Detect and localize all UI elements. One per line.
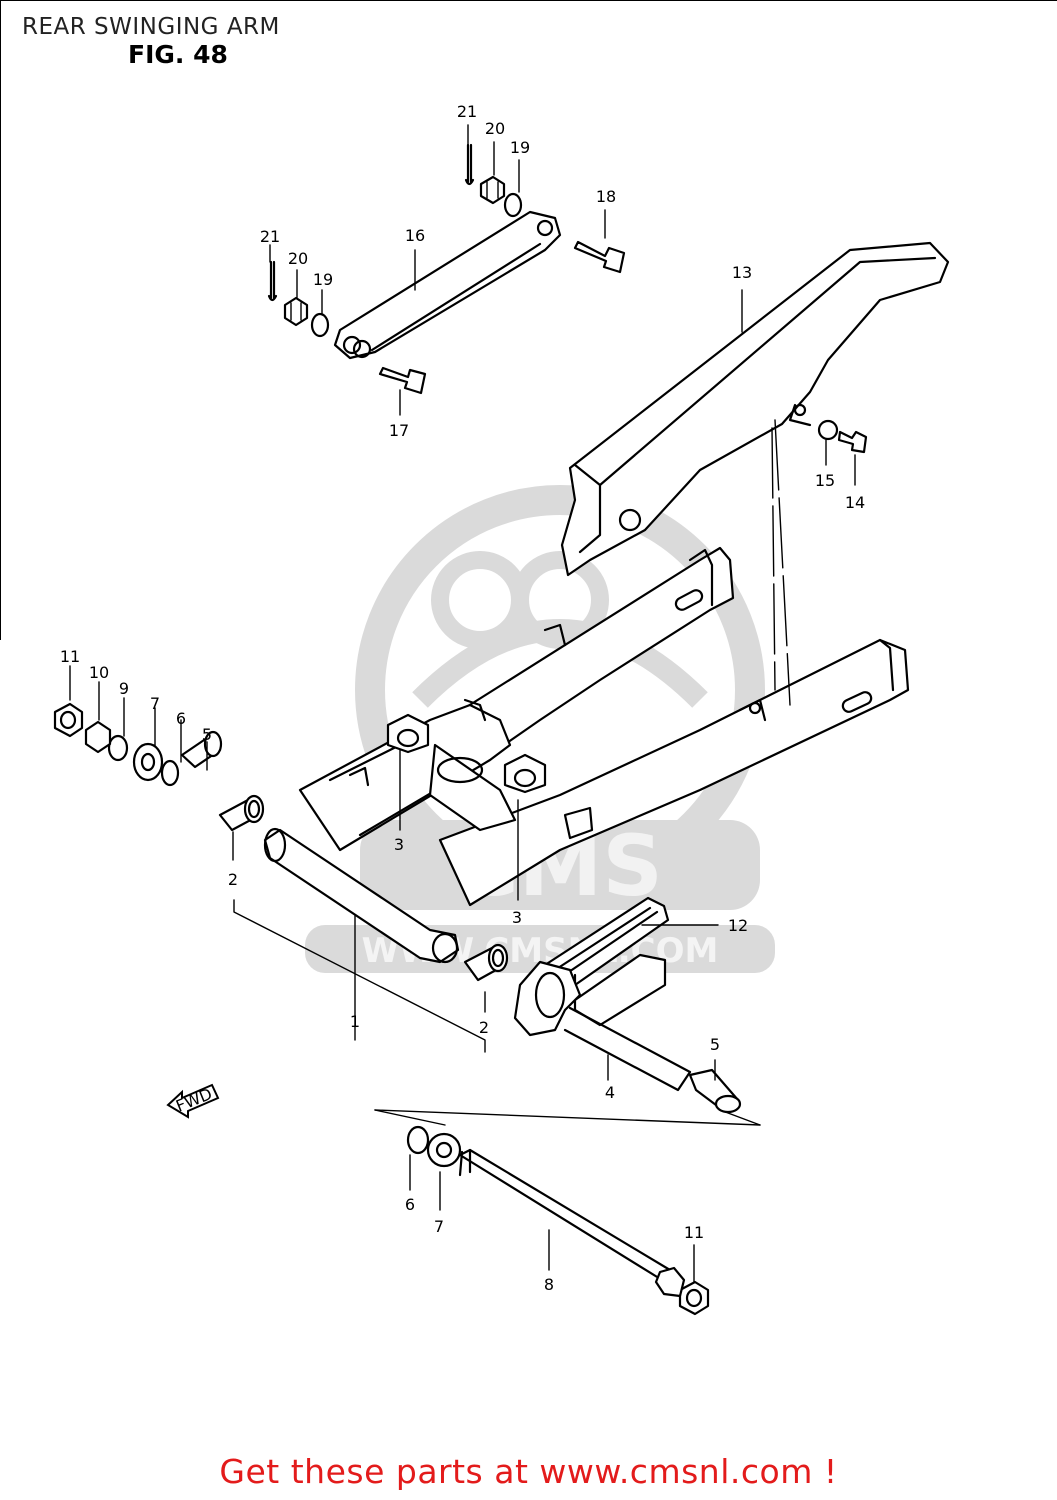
washer-part-6-upper [160,759,180,787]
callout-21: 21 [457,102,477,121]
callout-5: 5 [202,725,212,744]
callout-11: 11 [60,647,80,666]
callout-13: 13 [732,263,752,282]
callout-2: 2 [479,1018,489,1037]
bushing-part-3-upper [386,713,430,754]
leader-lines [69,124,856,1283]
washer-part-19-lower [310,312,330,338]
callout-16: 16 [405,226,425,245]
thrust-washer-part-7-lower [426,1132,462,1168]
callout-4: 4 [605,1083,615,1102]
cushion-rod-part-16 [333,210,562,360]
collar-part-5-upper [180,730,223,769]
thrust-washer-part-7-upper [132,742,164,782]
castle-nut-part-20-upper [479,175,506,205]
callout-1: 1 [350,1012,360,1031]
lock-nut-part-11-upper [53,702,84,738]
callout-6: 6 [176,709,186,728]
figure-number: FIG. 48 [128,40,228,69]
get-parts-link[interactable]: Get these parts at www.cmsnl.com ! [219,1452,838,1491]
collar-part-5-lower [688,1068,742,1114]
callout-11: 11 [684,1223,704,1242]
callout-20: 20 [288,249,308,268]
fwd-arrow-label: FWD [173,1084,215,1116]
callout-7: 7 [150,694,160,713]
pivot-shaft-part-8 [458,1148,686,1298]
callout-19: 19 [313,270,333,289]
callout-21: 21 [260,227,280,246]
callout-3: 3 [394,835,404,854]
callout-5: 5 [710,1035,720,1054]
nut-part-10 [84,720,112,754]
washer-part-9 [107,734,129,762]
bushing-part-3-lower [503,753,547,794]
callout-19: 19 [510,138,530,157]
callout-18: 18 [596,187,616,206]
washer-part-15 [817,419,839,441]
swinging-arm-part-1 [263,546,910,964]
bolt-part-18 [573,240,626,274]
callout-14: 14 [845,493,865,512]
cotter-pin-part-21-upper [464,143,475,186]
callout-8: 8 [544,1275,554,1294]
forward-direction-arrow: FWD [166,1083,220,1119]
cotter-pin-part-21-lower [267,260,278,302]
left-border [0,0,1,640]
top-border [0,0,1057,1]
bolt-part-14 [837,430,868,454]
callout-15: 15 [815,471,835,490]
callout-7: 7 [434,1217,444,1236]
washer-part-6-lower [406,1125,430,1155]
exploded-parts-diagram: CMS WWW.CMSNL.COM [53,102,950,1316]
callout-9: 9 [119,679,129,698]
callout-10: 10 [89,663,109,682]
callout-labels: 1 2 2 3 3 4 5 5 6 6 7 7 8 9 10 11 11 12 … [60,102,865,1294]
spacer-tube-part-4 [513,960,692,1092]
needle-bearing-part-2-upper [218,794,265,832]
washer-part-19-upper [503,192,523,218]
lock-nut-part-11-lower [678,1280,710,1316]
callout-17: 17 [389,421,409,440]
bolt-part-17 [378,366,427,395]
needle-bearing-part-2-lower [463,943,509,982]
chain-guard-part-13 [560,241,950,577]
callout-20: 20 [485,119,505,138]
callout-12: 12 [728,916,748,935]
callout-3: 3 [512,908,522,927]
castle-nut-part-20-lower [283,296,309,327]
callout-2: 2 [228,870,238,889]
page-title: REAR SWINGING ARM [22,14,280,40]
callout-6: 6 [405,1195,415,1214]
